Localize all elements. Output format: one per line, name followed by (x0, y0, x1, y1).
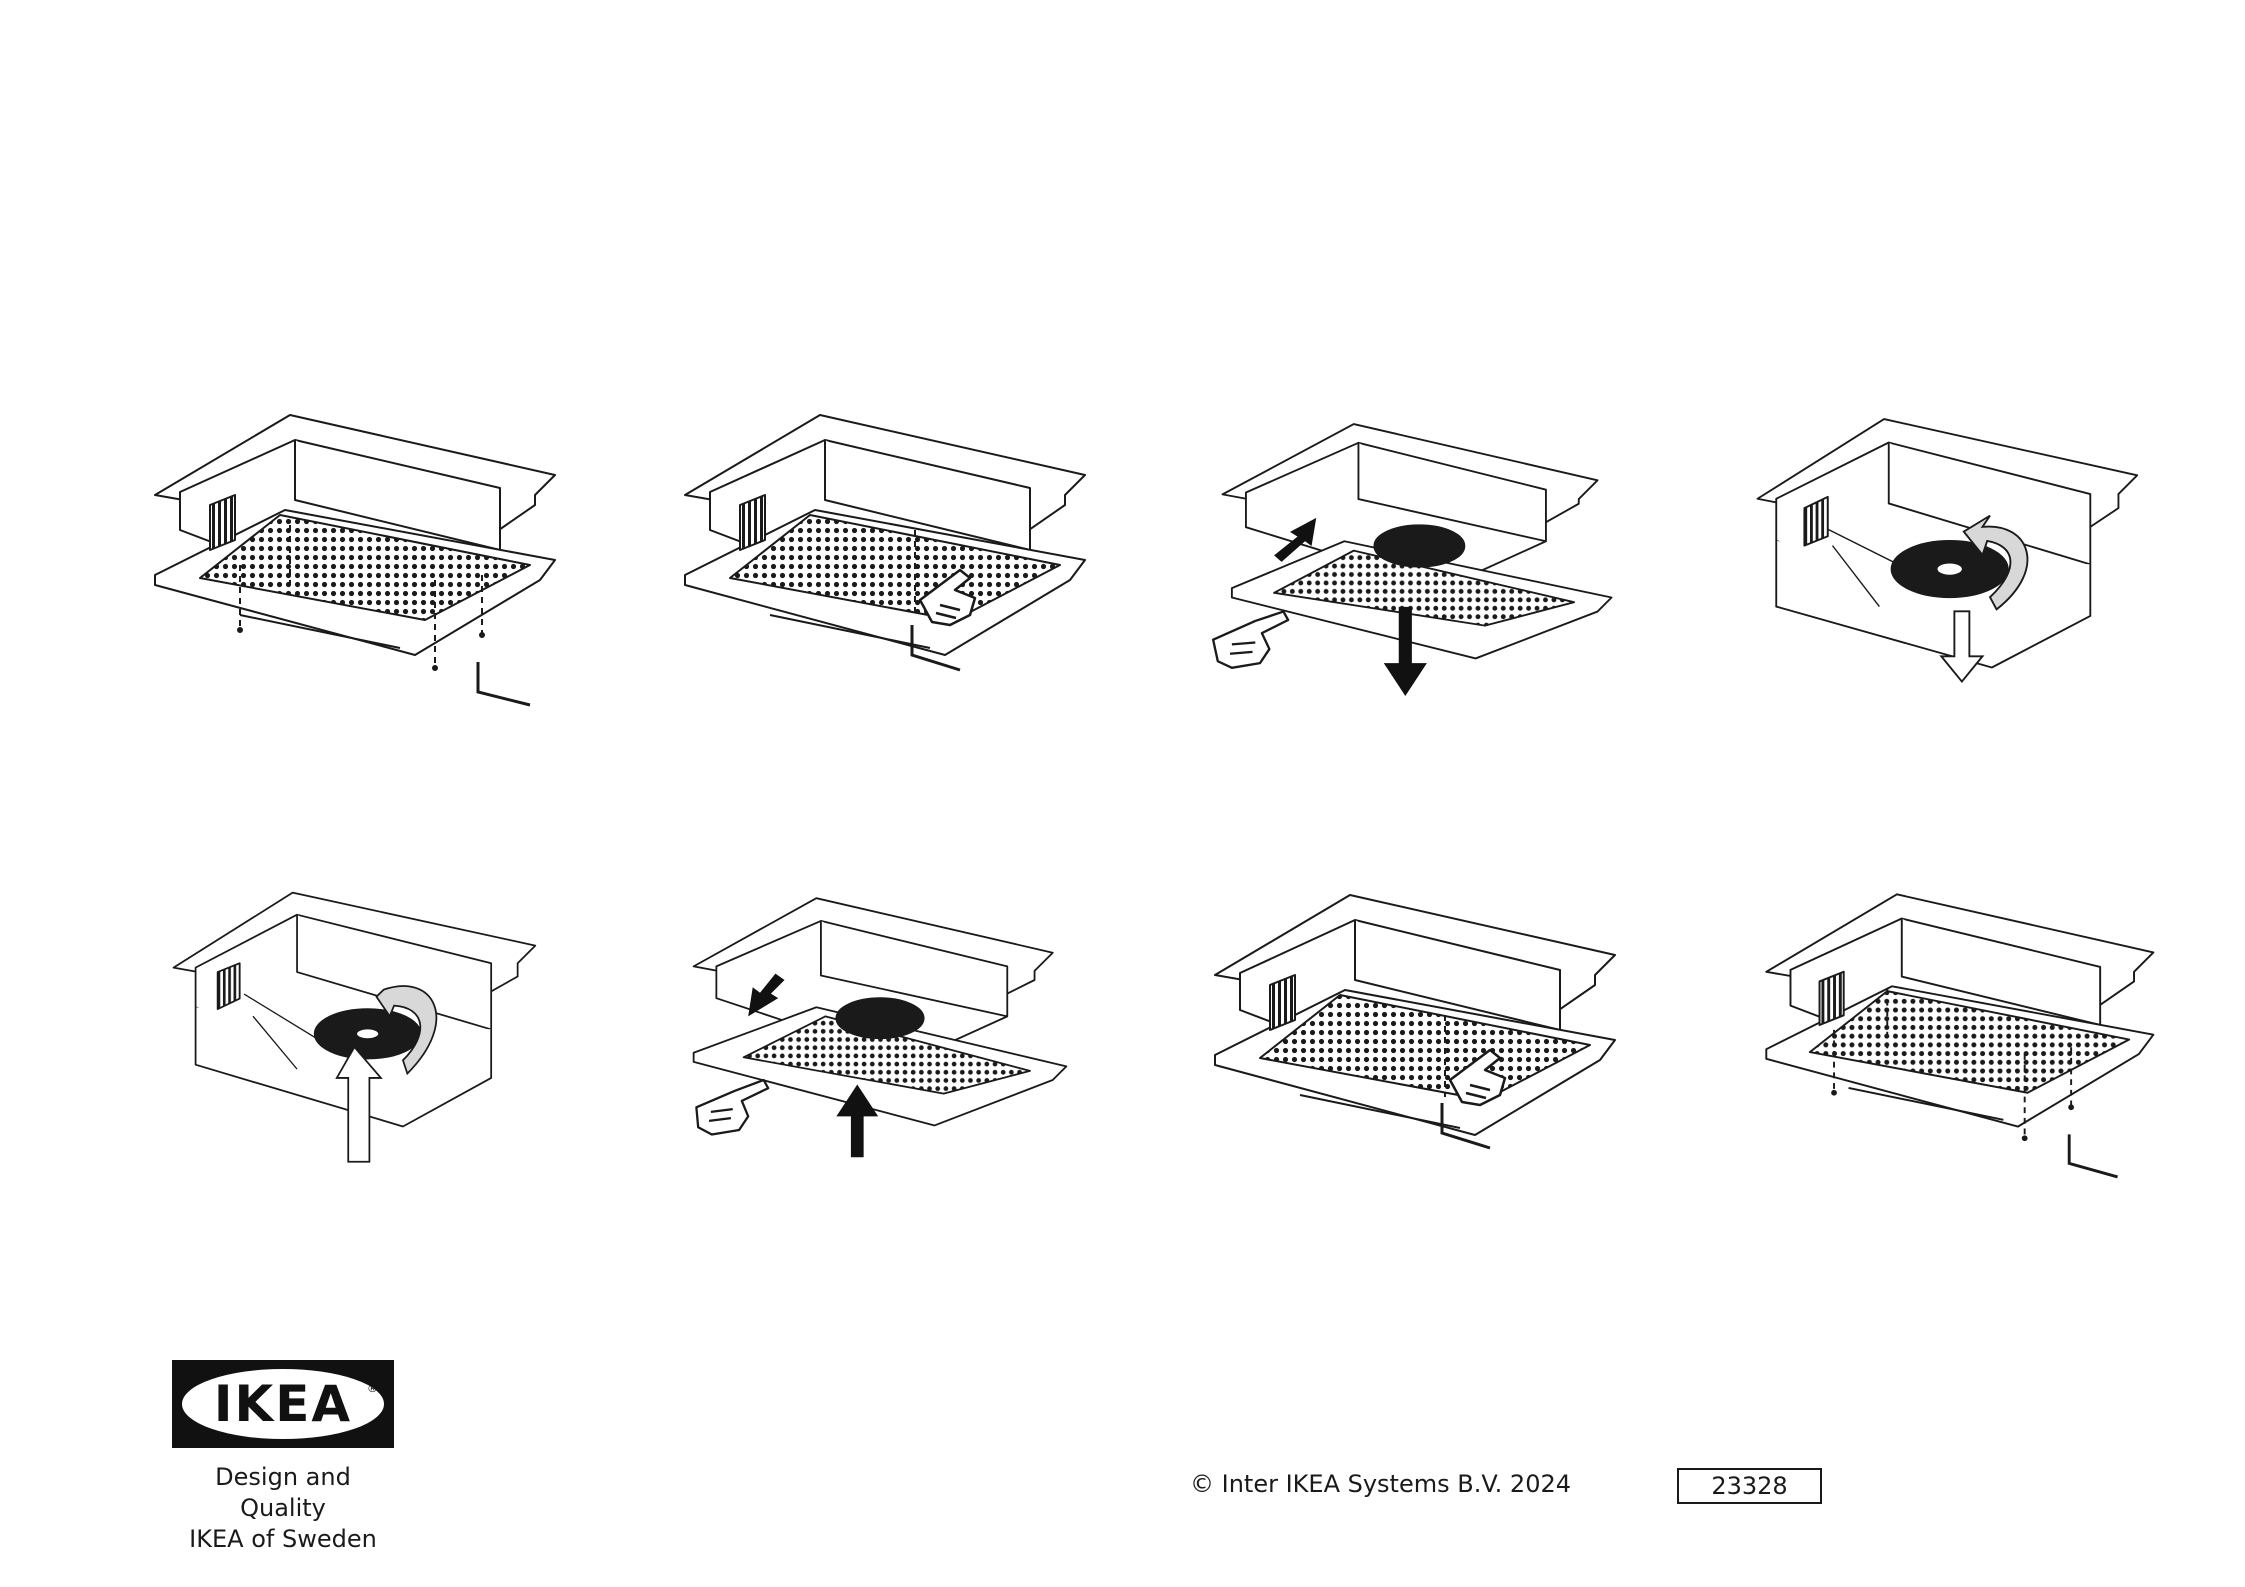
pointing-hand-icon (1213, 612, 1288, 668)
step-6-raise-grille (670, 880, 1090, 1180)
allen-key-icon (2069, 1134, 2117, 1177)
step-7-lock-latch (1200, 875, 1620, 1175)
step-1-unscrew-grille (140, 400, 560, 700)
tagline: Design and Quality IKEA of Sweden (172, 1462, 394, 1555)
step-2-release-latch (670, 400, 1090, 700)
ikea-logo: IKEA ® (172, 1360, 394, 1448)
logo-text: IKEA (214, 1379, 352, 1429)
step-8-screw-grille (1745, 875, 2165, 1175)
vent-icon (740, 495, 765, 550)
step-3-lower-grille (1200, 410, 1620, 710)
vent-icon (210, 495, 235, 550)
document-number: 23328 (1677, 1468, 1822, 1504)
pointing-hand-icon (696, 1080, 768, 1135)
vent-icon (1820, 972, 1844, 1025)
vent-icon (1270, 975, 1295, 1030)
tagline-line-1: Design and Quality (172, 1462, 394, 1524)
ikea-logo-block: IKEA ® Design and Quality IKEA of Sweden (172, 1360, 402, 1555)
copyright-text: © Inter IKEA Systems B.V. 2024 (1190, 1470, 1571, 1498)
tagline-line-2: IKEA of Sweden (172, 1524, 394, 1555)
step-5-insert-filter (140, 875, 560, 1175)
step-4-remove-filter (1735, 405, 2155, 705)
registered-mark: ® (367, 1382, 378, 1395)
allen-key-icon (478, 662, 530, 705)
